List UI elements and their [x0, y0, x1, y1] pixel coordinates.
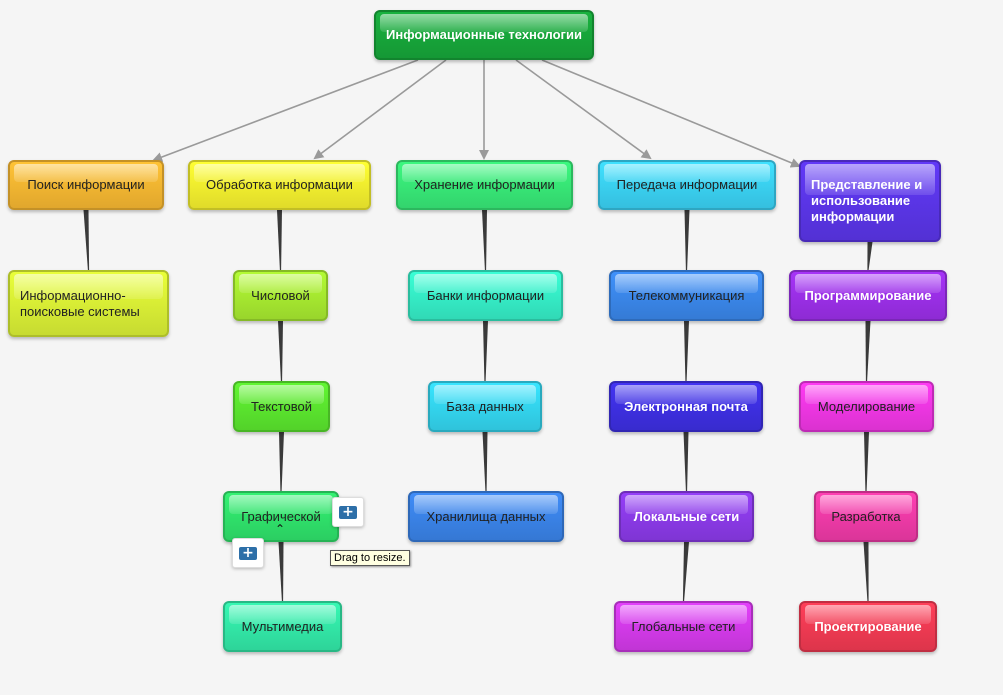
plus-icon: +: [239, 546, 257, 560]
child-node[interactable]: Локальные сети: [619, 491, 754, 542]
node-label: Хранилища данных: [426, 508, 546, 524]
tree-connector: [482, 210, 487, 270]
node-label: Моделирование: [817, 398, 916, 414]
child-node[interactable]: Телекоммуникация: [609, 270, 764, 321]
plus-icon: +: [339, 505, 357, 519]
tree-connector: [279, 432, 284, 491]
child-node[interactable]: База данных: [428, 381, 542, 432]
node-label: Информационно-поисковые системы: [20, 287, 140, 319]
root-arrow: [541, 59, 801, 168]
tree-connector: [482, 432, 488, 491]
node-label: Локальные сети: [633, 508, 740, 524]
add-child-button[interactable]: +: [232, 538, 264, 568]
node-label: Глобальные сети: [631, 618, 736, 634]
node-label: Графической: [241, 508, 321, 524]
child-node[interactable]: Моделирование: [799, 381, 934, 432]
tree-connector: [682, 542, 689, 601]
node-label: Разработка: [831, 508, 901, 524]
node-label: Программирование: [804, 287, 932, 303]
node-label: Телекоммуникация: [628, 287, 745, 303]
tree-connector: [483, 321, 488, 381]
root-arrow: [515, 59, 652, 160]
tree-connector: [863, 542, 869, 601]
root-arrow: [152, 59, 419, 162]
branch-node[interactable]: Передача информации: [598, 160, 776, 210]
child-node[interactable]: Хранилища данных: [408, 491, 564, 542]
tree-connector: [278, 321, 283, 381]
tree-connector: [684, 210, 690, 270]
resize-tooltip: Drag to resize.: [330, 550, 410, 566]
node-label: Банки информации: [426, 287, 545, 303]
child-node[interactable]: Разработка: [814, 491, 918, 542]
node-label: Информационные технологии: [386, 27, 582, 42]
node-label: Электронная почта: [624, 398, 748, 414]
child-node[interactable]: Программирование: [789, 270, 947, 321]
node-label: Представление и использование информации: [811, 177, 923, 224]
tree-connector: [277, 210, 282, 270]
tree-connector: [683, 432, 689, 491]
tree-connector: [865, 321, 871, 381]
child-node[interactable]: Числовой: [233, 270, 328, 321]
child-node[interactable]: Графической: [223, 491, 339, 542]
chevron-up-icon[interactable]: ⌃: [274, 522, 286, 536]
tree-connector: [864, 432, 869, 491]
branch-node[interactable]: Представление и использование информации: [799, 160, 941, 242]
node-label: Обработка информации: [206, 177, 353, 192]
node-label: Хранение информации: [414, 177, 555, 192]
node-label: Передача информации: [616, 177, 758, 192]
node-label: Поиск информации: [27, 177, 145, 192]
tree-connector: [278, 542, 284, 601]
tree-connector: [867, 242, 873, 270]
node-label: Текстовой: [250, 398, 313, 414]
node-label: Числовой: [251, 287, 310, 303]
child-node[interactable]: Проектирование: [799, 601, 937, 652]
root-arrow: [313, 59, 447, 160]
branch-node[interactable]: Поиск информации: [8, 160, 164, 210]
child-node[interactable]: Глобальные сети: [614, 601, 753, 652]
branch-node[interactable]: Обработка информации: [188, 160, 371, 210]
child-node[interactable]: Информационно-поисковые системы: [8, 270, 169, 337]
child-node[interactable]: Мультимедиа: [223, 601, 342, 652]
root-node[interactable]: Информационные технологии: [374, 10, 594, 60]
node-label: Мультимедиа: [241, 618, 324, 634]
child-node[interactable]: Электронная почта: [609, 381, 763, 432]
node-label: База данных: [446, 398, 524, 414]
child-node[interactable]: Текстовой: [233, 381, 330, 432]
tree-connector: [83, 210, 90, 270]
tree-connector: [684, 321, 689, 381]
add-sibling-button[interactable]: +: [332, 497, 364, 527]
node-label: Проектирование: [814, 618, 922, 634]
branch-node[interactable]: Хранение информации: [396, 160, 573, 210]
child-node[interactable]: Банки информации: [408, 270, 563, 321]
